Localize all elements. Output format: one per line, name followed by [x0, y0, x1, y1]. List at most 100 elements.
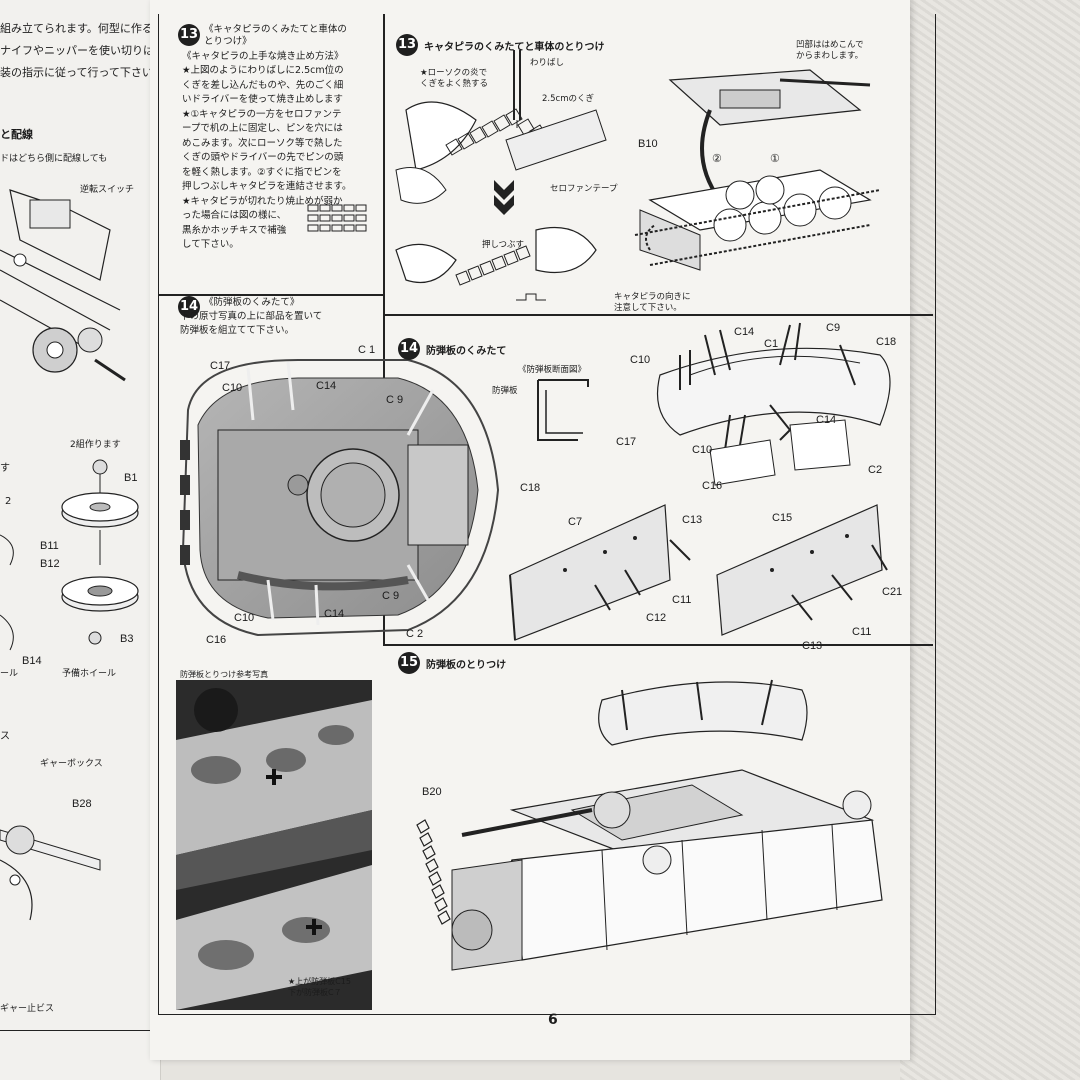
step14-title: 《防弾板のくみたて》 [204, 297, 300, 308]
label-c13-a: C13 [682, 514, 703, 526]
ref-photo-note: ★上が防弾板C15 下が防弾板C７ [288, 977, 351, 997]
spare-wheel-label: 予備ホイール [62, 669, 117, 679]
label-c14-c: C14 [734, 326, 755, 338]
step15-number: 15 [398, 652, 420, 674]
mark-2: ② [712, 153, 722, 165]
left-text-line-1: 組み立てられます。何型に作る [0, 22, 153, 35]
gear-screw-label: ギャー止ビス [0, 1004, 55, 1014]
divider-h1 [158, 294, 384, 296]
turret-top-photo [180, 359, 500, 637]
label-c16-a: C16 [206, 634, 227, 646]
left-note: ドはどちら側に配線しても [0, 154, 108, 164]
step13-title: 《キャタピラのくみたてと車体の とりつけ》 [204, 24, 347, 47]
tank-final-assembly-drawing [416, 679, 883, 971]
page-number: 6 [548, 1012, 558, 1028]
background-fabric [900, 0, 1080, 1080]
step13-fig-number: 13 [396, 34, 418, 56]
label-c18-a: C18 [520, 482, 541, 494]
candle-note: ★ローソクの炎で くぎをよく熱する [420, 68, 489, 89]
left-heading: と配線 [0, 128, 33, 141]
label-b12: B12 [40, 558, 60, 570]
push-in-note: 凹部ははめこんで からまわします。 [796, 40, 864, 61]
divider-h2 [383, 314, 933, 316]
step13-fig-title: キャタピラのくみたてと車体のとりつけ [424, 42, 605, 53]
left-fragment-2: 2 [5, 496, 12, 507]
switch-label: 逆転スイッチ [80, 185, 135, 195]
chopstick-label: わりばし [530, 58, 565, 68]
label-c14-b: C14 [324, 608, 345, 620]
label-c10-a: C10 [222, 382, 243, 394]
gearbox-label: ギャーボックス [40, 759, 103, 769]
section-title: 《防弾板断面図》 [518, 365, 587, 375]
step13-number: 13 [178, 24, 200, 46]
reference-photo-image [176, 680, 372, 1010]
step14-fig-title: 防弾板のくみたて [426, 346, 507, 357]
label-c21: C21 [882, 586, 903, 598]
hull-track-drawing [634, 69, 881, 271]
gearbox-drawing [0, 189, 126, 382]
label-b20: B20 [422, 786, 442, 798]
label-c1-a: C 1 [358, 344, 376, 356]
label-b1: B1 [124, 472, 138, 484]
step13-body: ★上図のようにわりばしに2.5cm位の くぎを差し込んだものや、先のごく細 いド… [182, 65, 352, 250]
label-c13-b: C13 [802, 640, 823, 652]
label-c7: C7 [568, 516, 583, 528]
label-c9-b: C 9 [382, 590, 400, 602]
left-text-line-2: ナイフやニッパーを使い切りは [0, 44, 154, 57]
left-page: 組み立てられます。何型に作る ナイフやニッパーを使い切りは 装の指示に従って行っ… [0, 0, 164, 1080]
label-c17-a: C17 [210, 360, 231, 372]
page-frame [158, 14, 936, 1015]
ref-photo-caption: 防弾板とりつけ参考写真 [180, 670, 269, 679]
label-c14-a: C14 [316, 380, 337, 392]
label-b28: B28 [72, 798, 92, 810]
label-b11: B11 [40, 540, 59, 552]
label-c9-a: C 9 [386, 394, 404, 406]
side-plate-c7 [509, 504, 691, 641]
label-c9-c: C9 [826, 322, 841, 334]
label-c2-a: C 2 [406, 628, 424, 640]
label-c2-c: C2 [868, 464, 883, 476]
label-b14: B14 [22, 655, 42, 667]
mark-1: ① [770, 153, 780, 165]
side-plate-c15 [716, 504, 888, 636]
divider-v1 [383, 14, 385, 314]
label-c14-d: C14 [816, 414, 837, 426]
axle-drawing [0, 825, 101, 921]
plate-label: 防弾板 [492, 386, 518, 396]
label-c10-c: C10 [630, 354, 651, 366]
label-c10-d: C10 [692, 444, 713, 456]
left-fragment-1: す [0, 463, 10, 474]
track-welding-drawing [395, 50, 607, 301]
label-c16-c: C16 [702, 480, 723, 492]
pair-note: 2組作ります [70, 440, 121, 450]
step14-number: 14 [178, 296, 200, 318]
skirt-ring-exploded [656, 322, 891, 486]
step13-subtitle: 《キャタピラの上手な焼き止め方法》 [182, 51, 344, 62]
reference-photo [176, 680, 372, 1010]
label-b3: B3 [120, 633, 134, 645]
divider-h3 [383, 644, 933, 646]
label-c1-c: C1 [764, 338, 779, 350]
label-b10: B10 [638, 138, 658, 150]
label-c11-b: C11 [852, 626, 872, 638]
left-fragment-3: ス [0, 731, 10, 742]
left-text-line-3: 装の指示に従って行って下さい。 [0, 66, 164, 79]
staple-reinforce-diagram [307, 204, 367, 232]
step14-body: 下の原寸写真の上に部品を置いて 防弾板を組立てて下さい。 [180, 311, 323, 336]
section-diagram [537, 379, 589, 441]
track-direction-note: キャタピラの向きに 注意して下さい。 [614, 292, 691, 313]
label-c15: C15 [772, 512, 793, 524]
tape-label: セロファンテープ [550, 184, 618, 194]
step14-fig-number: 14 [398, 338, 420, 360]
label-c11-a: C11 [672, 594, 692, 606]
nail-label: 2.5cmのくぎ [542, 94, 594, 104]
label-c18-c: C18 [876, 336, 897, 348]
instruction-page: 13 《キャタピラのくみたてと車体の とりつけ》 《キャタピラの上手な焼き止め方… [150, 0, 936, 1060]
label-c12: C12 [646, 612, 667, 624]
label-c10-b: C10 [234, 612, 255, 624]
step15-title: 防弾板のとりつけ [426, 660, 507, 671]
wheel-label-fragment: ール [0, 669, 19, 679]
wheel-assembly-drawing [0, 459, 139, 651]
press-label: 押しつぶす [482, 240, 524, 250]
label-c17-c: C17 [616, 436, 637, 448]
